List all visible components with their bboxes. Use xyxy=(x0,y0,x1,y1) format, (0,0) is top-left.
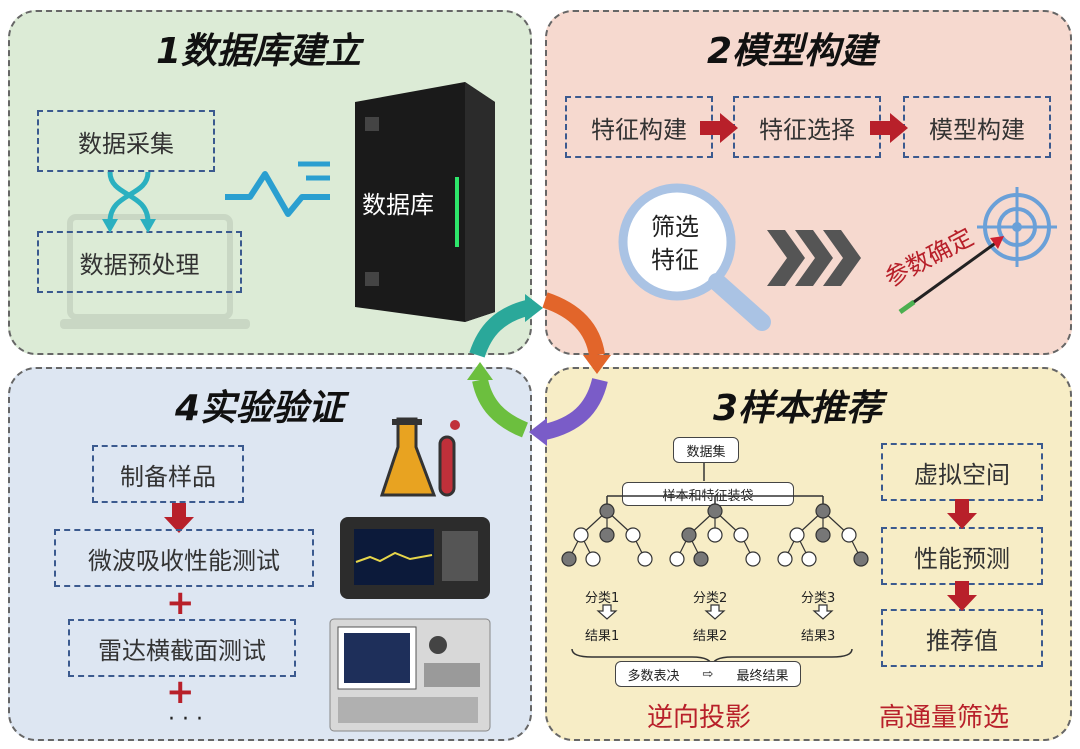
chevrons-icon xyxy=(767,230,861,286)
panel-title: 3样本推荐 xyxy=(713,388,883,429)
tree-node xyxy=(841,527,857,543)
data-preprocess-box: 数据预处理 xyxy=(37,231,242,293)
class-label-3: 分类3 xyxy=(801,591,836,606)
arrow-right-icon xyxy=(700,113,738,143)
tree-node xyxy=(853,551,869,567)
tree-node xyxy=(733,527,749,543)
target-icon xyxy=(898,187,1057,315)
network-analyzer-icon xyxy=(329,618,491,732)
result-label-2: 结果2 xyxy=(693,629,728,644)
lens-label-1: 筛选 xyxy=(651,213,699,241)
cycle-arrows-icon xyxy=(467,292,611,446)
tree-node xyxy=(815,503,831,519)
class-label-1: 分类1 xyxy=(585,591,620,606)
feature-build-box: 特征构建 xyxy=(565,96,713,158)
virtual-space-box: 虚拟空间 xyxy=(881,443,1043,501)
arrow-down-icon xyxy=(596,604,618,620)
inverse-projection-caption: 逆向投影 xyxy=(647,703,752,733)
flask-icon xyxy=(379,417,460,497)
class-label-2: 分类2 xyxy=(693,591,728,606)
panel-experiment: 4实验验证 制备样品 微波吸收性能测试 + 雷达横截面测试 + · · · xyxy=(8,367,532,741)
panel-recommend: 3样本推荐 数据集 样本和特征装袋 分类1 分类2 分类3 结果1 结果2 结果… xyxy=(545,367,1072,741)
final-result-label: 最终结果 xyxy=(736,668,789,684)
tree-node xyxy=(745,551,761,567)
panel-title: 2模型构建 xyxy=(707,31,877,72)
tree-node xyxy=(599,503,615,519)
panel-database: 1数据库建立 数据采集 数据预处理 数据库 xyxy=(8,10,532,355)
performance-predict-box: 性能预测 xyxy=(881,527,1043,585)
tree-node xyxy=(599,527,615,543)
result-label-1: 结果1 xyxy=(585,629,620,644)
high-throughput-caption: 高通量筛选 xyxy=(879,703,1010,733)
panel-title: 4实验验证 xyxy=(175,388,345,429)
plus-sign: + xyxy=(166,583,195,623)
arrow-down-icon xyxy=(812,604,834,620)
arrow-down-icon xyxy=(704,604,726,620)
tree-node xyxy=(669,551,685,567)
data-collection-box: 数据采集 xyxy=(37,110,215,172)
tree-node xyxy=(625,527,641,543)
server-label: 数据库 xyxy=(362,191,434,219)
tree-node xyxy=(637,551,653,567)
feature-select-box: 特征选择 xyxy=(733,96,881,158)
signal-icon xyxy=(225,161,330,217)
arrow-right-icon xyxy=(870,113,908,143)
server-icon xyxy=(355,82,495,322)
arrow-down-icon xyxy=(947,581,977,611)
tree-node xyxy=(693,551,709,567)
tree-node xyxy=(815,527,831,543)
tree-node xyxy=(801,551,817,567)
tree-node xyxy=(707,527,723,543)
recommend-value-box: 推荐值 xyxy=(881,609,1043,667)
microwave-test-box: 微波吸收性能测试 xyxy=(54,529,314,587)
plus-sign: + xyxy=(166,672,195,712)
panel-title: 1数据库建立 xyxy=(156,31,362,72)
tree-node xyxy=(707,503,723,519)
tree-node xyxy=(561,551,577,567)
tree-node xyxy=(789,527,805,543)
flow-arrows-icon xyxy=(102,171,156,233)
vote-box: 多数表决 ⇨ 最终结果 xyxy=(615,661,801,687)
tree-node xyxy=(777,551,793,567)
dataset-box: 数据集 xyxy=(673,437,739,463)
prepare-sample-box: 制备样品 xyxy=(92,445,244,503)
panel-model: 2模型构建 特征构建 特征选择 模型构建 筛选 特征 参数确定 xyxy=(545,10,1072,355)
vote-label: 多数表决 xyxy=(627,668,680,684)
arrow-right-icon: ⇨ xyxy=(702,666,714,682)
random-forest-diagram xyxy=(561,463,869,668)
radar-cross-section-box: 雷达横截面测试 xyxy=(68,619,296,677)
spectrum-analyzer-icon xyxy=(340,517,490,599)
model-build-box: 模型构建 xyxy=(903,96,1051,158)
ellipsis: · · · xyxy=(168,707,203,732)
magnifier-icon xyxy=(618,183,771,331)
result-label-3: 结果3 xyxy=(801,629,836,644)
tree-node xyxy=(573,527,589,543)
arrow-down-icon xyxy=(947,499,977,529)
tree-node xyxy=(681,527,697,543)
arrow-down-icon xyxy=(164,503,194,533)
tree-node xyxy=(585,551,601,567)
lens-label-2: 特征 xyxy=(651,246,699,274)
